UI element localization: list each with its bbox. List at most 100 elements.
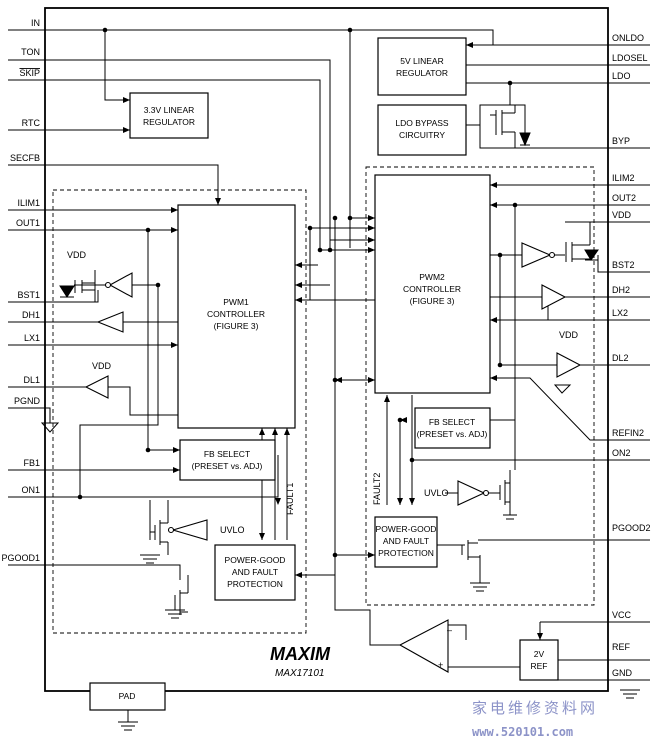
vdd-label-dl1: VDD	[92, 361, 112, 371]
pin-bst2: BST2	[612, 260, 635, 270]
mosfets	[74, 105, 591, 615]
pin-ilim1: ILIM1	[17, 198, 40, 208]
pin-skip: SKIP	[19, 68, 40, 78]
fb2-line1: FB SELECT	[429, 417, 475, 427]
pgood2-line1: POWER-GOOD	[376, 524, 437, 534]
reg5-line2: REGULATOR	[396, 68, 448, 78]
pin-dl2: DL2	[612, 353, 629, 363]
vdd-label-dl2: VDD	[559, 330, 579, 340]
pin-pgnd: PGND	[14, 396, 41, 406]
fault2-label: FAULT2	[372, 473, 382, 505]
pgood2-line2: AND FAULT	[383, 536, 429, 546]
pwm2-region	[365, 166, 595, 606]
right-pin-labels: ONLDO LDOSEL LDO BYP ILIM2 OUT2 VDD BST2…	[612, 33, 651, 678]
pin-dl1: DL1	[23, 375, 40, 385]
reg33-line1: 3.3V LINEAR	[144, 105, 195, 115]
pin-out2: OUT2	[612, 193, 636, 203]
ldo-bypass-line2: CIRCUITRY	[399, 130, 445, 140]
pgood1-line3: PROTECTION	[227, 579, 283, 589]
pwm2-line2: CONTROLLER	[403, 284, 461, 294]
pgood1-line2: AND FAULT	[232, 567, 278, 577]
reg33-line2: REGULATOR	[143, 117, 195, 127]
fb1-line2: (PRESET vs. ADJ)	[192, 461, 263, 471]
pad-label: PAD	[119, 691, 136, 701]
pwm1-line1: PWM1	[223, 297, 249, 307]
block-pad: PAD	[89, 682, 166, 711]
ref-line1: 2V	[534, 649, 545, 659]
pin-onldo: ONLDO	[612, 33, 644, 43]
uvlo2-buffer-triangle	[457, 480, 486, 506]
bst1-driver-triangle	[108, 272, 133, 298]
internal-labels: VDD VDD VDD UVLO UVLO FAULT1 FAULT2 – +	[67, 250, 579, 670]
pin-ldosel: LDOSEL	[612, 53, 648, 63]
pin-pgood1: PGOOD1	[1, 553, 40, 563]
arrowheads	[123, 42, 543, 640]
pin-lx2: LX2	[612, 308, 628, 318]
pin-vcc: VCC	[612, 610, 632, 620]
watermark-url: www.520101.com	[472, 725, 573, 739]
dl2-driver-triangle	[556, 352, 582, 378]
pgood1-line1: POWER-GOOD	[225, 555, 286, 565]
pin-dh1: DH1	[22, 310, 40, 320]
block-fb-select-1: FB SELECT (PRESET vs. ADJ)	[179, 439, 276, 481]
fault1-label: FAULT1	[285, 483, 295, 515]
dh2-driver-triangle	[541, 284, 567, 310]
uvlo2-label: UVLO	[424, 488, 449, 498]
dh1-driver-triangle	[96, 311, 124, 333]
wires	[8, 29, 650, 722]
pin-bst1: BST1	[17, 290, 40, 300]
pin-fb1: FB1	[23, 458, 40, 468]
block-3v3-regulator: 3.3V LINEAR REGULATOR	[129, 92, 209, 139]
block-5v-regulator: 5V LINEAR REGULATOR	[377, 37, 467, 96]
uvlo1-buffer-triangle	[171, 519, 208, 541]
vdd-label-pwm1: VDD	[67, 250, 87, 260]
pin-lx1: LX1	[24, 333, 40, 343]
chip-outline	[44, 7, 609, 692]
block-pgood-fault-2: POWER-GOOD AND FAULT PROTECTION	[374, 516, 438, 568]
block-ldo-bypass: LDO BYPASS CIRCUITRY	[377, 104, 467, 156]
part-number: MAX17101	[275, 668, 324, 679]
pin-gnd: GND	[612, 668, 633, 678]
block-2v-ref: 2V REF	[519, 639, 559, 681]
pwm1-line2: CONTROLLER	[207, 309, 265, 319]
drivers	[84, 242, 582, 673]
pin-ldo: LDO	[612, 71, 631, 81]
maxim-logo: MAXIM	[270, 644, 331, 664]
pgood2-line3: PROTECTION	[378, 548, 434, 558]
pin-dh2: DH2	[612, 285, 630, 295]
ref-line2: REF	[531, 661, 548, 671]
bst2-driver-triangle	[521, 242, 552, 268]
ground-symbols	[40, 132, 640, 731]
pwm2-line3: (FIGURE 3)	[410, 296, 455, 306]
fb2-line2: (PRESET vs. ADJ)	[417, 429, 488, 439]
pwm1-line3: (FIGURE 3)	[214, 321, 259, 331]
ref-error-amp-triangle	[398, 619, 449, 673]
pin-on2: ON2	[612, 448, 631, 458]
pin-in: IN	[31, 18, 40, 28]
pin-vdd: VDD	[612, 210, 632, 220]
block-pwm2-controller: PWM2 CONTROLLER (FIGURE 3)	[374, 174, 491, 394]
reg5-line1: 5V LINEAR	[400, 56, 443, 66]
ldo-bypass-line1: LDO BYPASS	[395, 118, 449, 128]
block-fb-select-2: FB SELECT (PRESET vs. ADJ)	[414, 407, 491, 449]
block-pgood-fault-1: POWER-GOOD AND FAULT PROTECTION	[214, 544, 296, 601]
pwm1-region	[52, 189, 307, 634]
pwm2-line1: PWM2	[419, 272, 445, 282]
fb1-line1: FB SELECT	[204, 449, 250, 459]
svg-text:–: –	[447, 625, 452, 635]
block-pwm1-controller: PWM1 CONTROLLER (FIGURE 3)	[177, 204, 296, 429]
svg-text:+: +	[438, 660, 443, 670]
pin-refin2: REFIN2	[612, 428, 644, 438]
dl1-driver-triangle	[84, 375, 109, 399]
pin-ref: REF	[612, 642, 631, 652]
pin-out1: OUT1	[16, 218, 40, 228]
junction-dots	[77, 27, 518, 558]
pin-rtc: RTC	[22, 118, 41, 128]
pin-on1: ON1	[21, 485, 40, 495]
left-pin-labels: IN TON SKIP RTC SECFB ILIM1 OUT1 BST1 DH…	[1, 18, 40, 563]
pin-pgood2: PGOOD2	[612, 523, 651, 533]
pin-byp: BYP	[612, 136, 630, 146]
watermark-chinese: 家电维修资料网	[472, 699, 598, 717]
pin-ilim2: ILIM2	[612, 173, 635, 183]
